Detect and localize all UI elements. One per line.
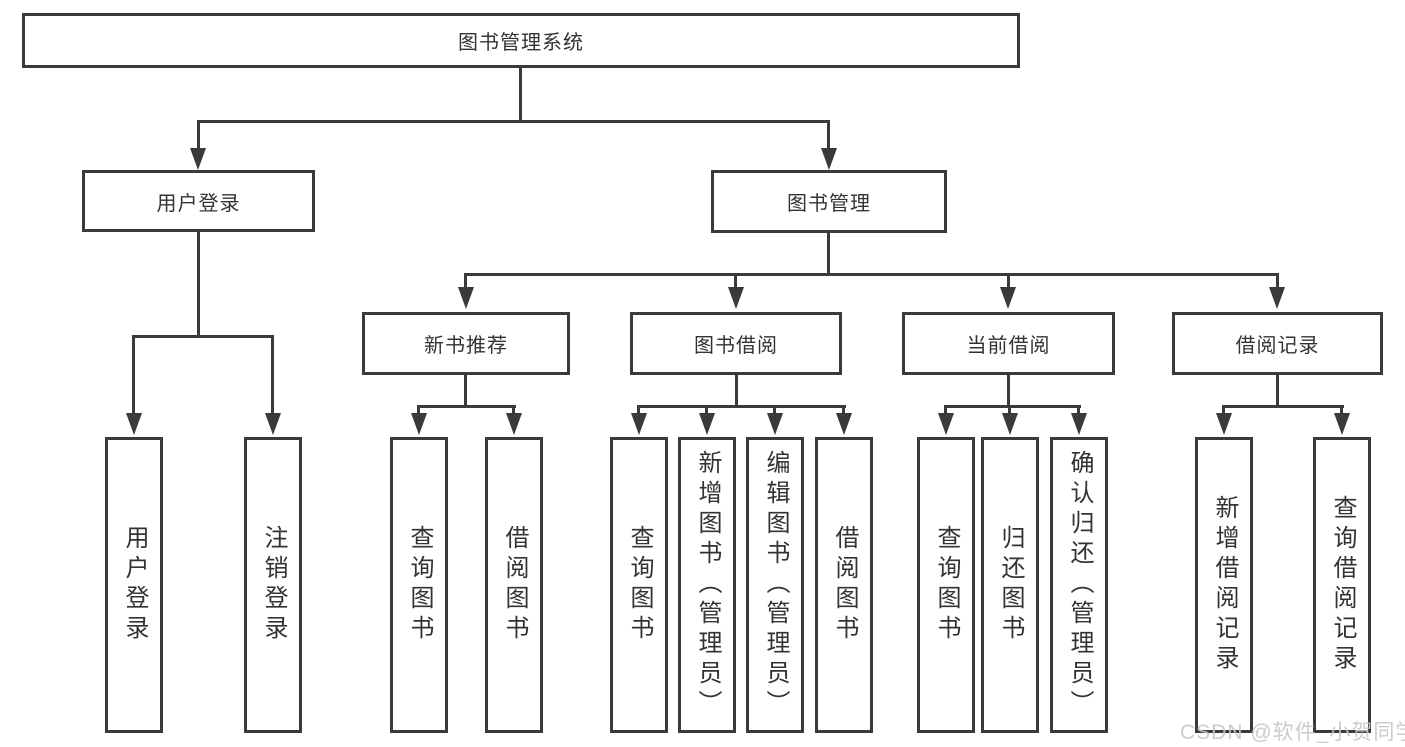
connector-stem <box>464 375 467 405</box>
connector-rail <box>945 405 1081 408</box>
connector-drop-leaf <box>637 405 640 415</box>
node-label: 归还图书 <box>997 525 1024 645</box>
connector-drop-leaf <box>1340 405 1343 415</box>
node-label: 图书借阅 <box>694 335 778 357</box>
leaf-borrow-books-recommend: 借阅图书 <box>485 437 543 733</box>
connector-user-login-rail <box>132 335 274 338</box>
connector-drop-leaf <box>512 405 515 415</box>
connector-root-stem <box>519 68 522 120</box>
connector-drop-user-login <box>197 120 200 150</box>
arrow-down-icon <box>458 287 474 309</box>
leaf-query-books-borrow: 查询图书 <box>610 437 668 733</box>
leaf-logout: 注销登录 <box>244 437 302 733</box>
arrow-down-icon <box>938 413 954 435</box>
leaf-edit-books-admin: 编辑图书（管理员） <box>746 437 804 733</box>
node-label: 新书推荐 <box>424 335 508 357</box>
leaf-confirm-return-admin: 确认归还（管理员） <box>1050 437 1108 733</box>
arrow-down-icon <box>1071 413 1087 435</box>
connector-drop-leaf <box>944 405 947 415</box>
arrow-down-icon <box>821 148 837 170</box>
arrow-down-icon <box>190 148 206 170</box>
connector-rail <box>418 405 516 408</box>
node-label: 借阅图书 <box>501 525 528 645</box>
arrow-down-icon <box>1334 413 1350 435</box>
node-book-borrow: 图书借阅 <box>630 312 842 375</box>
connector-drop-leaf <box>1077 405 1080 415</box>
csdn-watermark: CSDN @软件_小贺同学 <box>1180 721 1405 744</box>
arrow-down-icon <box>506 413 522 435</box>
leaf-return-books: 归还图书 <box>981 437 1039 733</box>
leaf-query-books-current: 查询图书 <box>917 437 975 733</box>
arrow-down-icon <box>126 413 142 435</box>
leaf-borrow-books: 借阅图书 <box>815 437 873 733</box>
connector-book-mgmt-rail <box>464 273 1278 276</box>
node-label: 确认归还（管理员） <box>1066 450 1093 720</box>
connector-stem <box>1276 375 1279 405</box>
connector-drop-leaf <box>132 335 135 415</box>
connector-stem <box>735 375 738 405</box>
connector-stem <box>1007 375 1010 405</box>
node-user-login: 用户登录 <box>82 170 315 232</box>
connector-user-login-stem <box>197 232 200 335</box>
arrow-down-icon <box>1216 413 1232 435</box>
connector-drop-leaf <box>705 405 708 415</box>
node-label: 借阅图书 <box>831 525 858 645</box>
node-label: 用户登录 <box>156 192 241 215</box>
connector-drop-recommend <box>464 273 467 288</box>
node-new-book-recommend: 新书推荐 <box>362 312 570 375</box>
node-label: 查询图书 <box>933 525 960 645</box>
node-label: 图书管理系统 <box>458 32 584 54</box>
node-label: 图书管理 <box>787 193 871 215</box>
node-label: 注销登录 <box>260 525 287 645</box>
connector-drop-records <box>1276 273 1279 288</box>
arrow-down-icon <box>265 413 281 435</box>
connector-drop-book-management <box>827 120 830 150</box>
node-label: 查询借阅记录 <box>1329 495 1356 675</box>
arrow-down-icon <box>1002 413 1018 435</box>
node-current-borrow: 当前借阅 <box>902 312 1115 375</box>
arrow-down-icon <box>699 413 715 435</box>
node-label: 借阅记录 <box>1235 335 1320 357</box>
leaf-add-books-admin: 新增图书（管理员） <box>678 437 736 733</box>
node-book-management: 图书管理 <box>711 170 947 233</box>
leaf-query-books-recommend: 查询图书 <box>390 437 448 733</box>
connector-drop-leaf <box>1222 405 1225 415</box>
arrow-down-icon <box>836 413 852 435</box>
connector-drop-borrow <box>734 273 737 288</box>
connector-rail <box>1223 405 1344 408</box>
leaf-add-borrow-record: 新增借阅记录 <box>1195 437 1253 733</box>
arrow-down-icon <box>1000 287 1016 309</box>
node-library-system: 图书管理系统 <box>22 13 1020 68</box>
leaf-user-login: 用户登录 <box>105 437 163 733</box>
connector-drop-leaf <box>773 405 776 415</box>
arrow-down-icon <box>767 413 783 435</box>
leaf-query-borrow-record: 查询借阅记录 <box>1313 437 1371 733</box>
node-label: 新增图书（管理员） <box>694 450 721 720</box>
arrow-down-icon <box>631 413 647 435</box>
connector-drop-current <box>1007 273 1010 288</box>
connector-root-rail <box>197 120 830 123</box>
node-label: 用户登录 <box>121 525 148 645</box>
arrow-down-icon <box>728 287 744 309</box>
node-label: 新增借阅记录 <box>1211 495 1238 675</box>
arrow-down-icon <box>411 413 427 435</box>
node-label: 当前借阅 <box>966 335 1051 357</box>
connector-drop-leaf <box>271 335 274 415</box>
arrow-down-icon <box>1269 287 1285 309</box>
connector-book-mgmt-stem <box>827 233 830 273</box>
node-label: 查询图书 <box>626 525 653 645</box>
node-borrow-records: 借阅记录 <box>1172 312 1383 375</box>
connector-drop-leaf <box>1008 405 1011 415</box>
node-label: 查询图书 <box>406 525 433 645</box>
connector-drop-leaf <box>842 405 845 415</box>
node-label: 编辑图书（管理员） <box>762 450 789 720</box>
connector-rail <box>638 405 846 408</box>
connector-drop-leaf <box>417 405 420 415</box>
